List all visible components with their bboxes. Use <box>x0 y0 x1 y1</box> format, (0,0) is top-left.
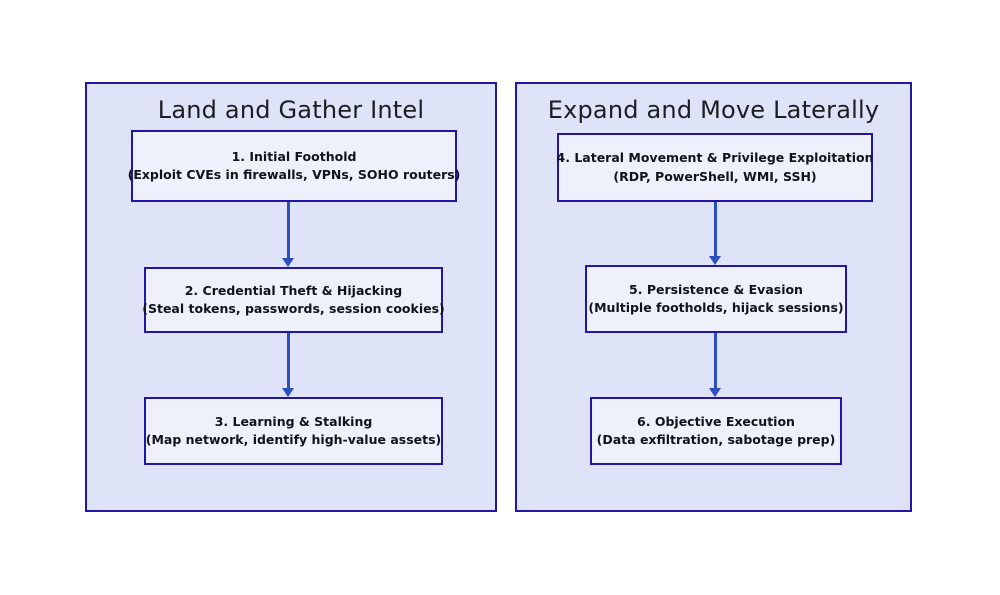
step-title-initial-foothold: 1. Initial Foothold <box>231 148 357 164</box>
arrow-shaft <box>714 202 717 256</box>
arrow-head-down-icon <box>282 258 294 267</box>
step-title-lateral-movement-and-privilege-exploitation: 4. Lateral Movement & Privilege Exploita… <box>556 150 874 166</box>
arrow-credential-theft-to-learning-and-stalking <box>281 333 295 397</box>
arrow-initial-foothold-to-credential-theft <box>281 202 295 267</box>
step-box-initial-foothold[interactable]: 1. Initial Foothold (Exploit CVEs in fir… <box>128 130 460 202</box>
arrow-shaft <box>714 333 717 388</box>
arrow-head-down-icon <box>709 388 721 397</box>
panel-title-land-and-gather-intel: Land and Gather Intel <box>157 96 425 124</box>
phase-panel-land-and-gather-intel: Land and Gather Intel 1. Initial Foothol… <box>85 82 497 512</box>
step-detail-persistence-and-evasion: (Multiple footholds, hijack sessions) <box>588 300 844 315</box>
arrow-shaft <box>287 202 290 258</box>
arrow-shaft <box>287 333 290 388</box>
step-box-persistence-and-evasion[interactable]: 5. Persistence & Evasion (Multiple footh… <box>585 265 847 333</box>
step-box-learning-and-stalking[interactable]: 3. Learning & Stalking (Map network, ide… <box>144 397 443 465</box>
arrow-head-down-icon <box>282 388 294 397</box>
step-detail-learning-and-stalking: (Map network, identify high-value assets… <box>145 432 442 447</box>
step-title-learning-and-stalking: 3. Learning & Stalking <box>214 413 373 429</box>
step-box-objective-execution[interactable]: 6. Objective Execution (Data exfiltratio… <box>590 397 842 465</box>
step-detail-objective-execution: (Data exfiltration, sabotage prep) <box>596 432 836 447</box>
step-title-persistence-and-evasion: 5. Persistence & Evasion <box>629 281 803 297</box>
phase-panel-expand-and-move-laterally: Expand and Move Laterally 4. Lateral Mov… <box>515 82 912 512</box>
panel-title-expand-and-move-laterally: Expand and Move Laterally <box>547 96 880 124</box>
arrow-persistence-to-objective-execution <box>708 333 722 397</box>
step-title-credential-theft-and-hijacking: 2. Credential Theft & Hijacking <box>184 282 403 298</box>
step-detail-credential-theft-and-hijacking: (Steal tokens, passwords, session cookie… <box>142 301 445 316</box>
arrow-head-down-icon <box>709 256 721 265</box>
step-detail-initial-foothold: (Exploit CVEs in firewalls, VPNs, SOHO r… <box>127 167 461 182</box>
step-title-objective-execution: 6. Objective Execution <box>637 413 795 429</box>
step-box-credential-theft-and-hijacking[interactable]: 2. Credential Theft & Hijacking (Steal t… <box>142 267 445 333</box>
step-detail-lateral-movement-and-privilege-exploitation: (RDP, PowerShell, WMI, SSH) <box>613 168 817 184</box>
arrow-lateral-movement-to-persistence <box>708 202 722 265</box>
step-box-lateral-movement-and-privilege-exploitation[interactable]: 4. Lateral Movement & Privilege Exploita… <box>557 133 873 202</box>
